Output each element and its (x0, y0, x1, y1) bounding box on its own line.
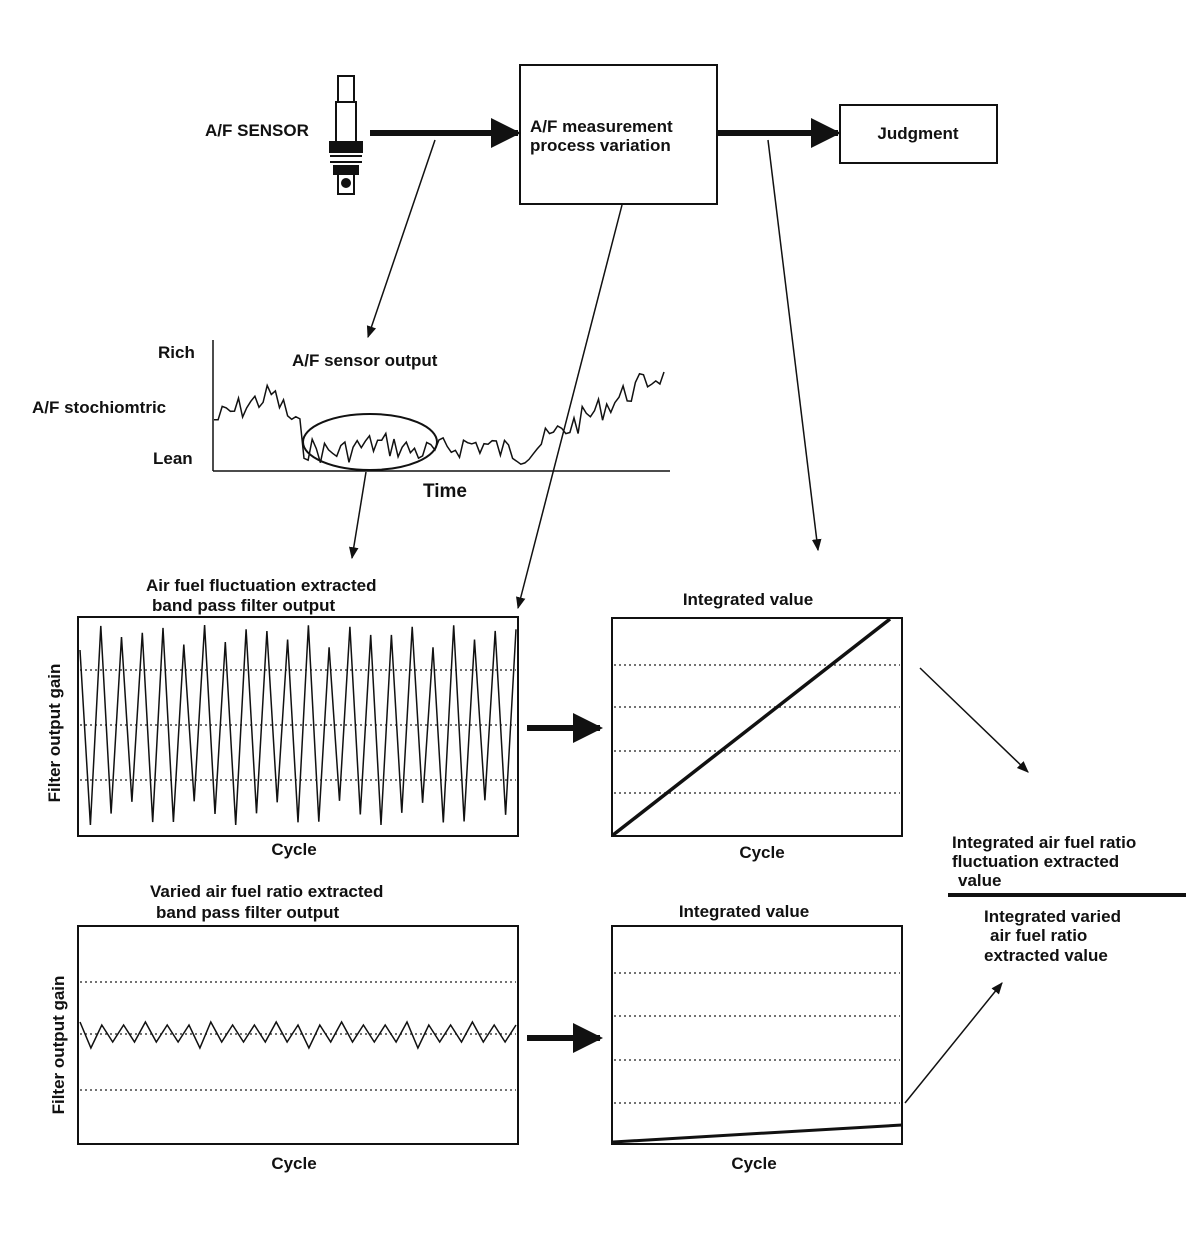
y-label-stoich: A/F stochiomtric (32, 398, 166, 417)
panel-integrated-bottom: Integrated value Cycle (611, 902, 903, 1173)
judgment-ratio: Integrated air fuel ratio fluctuation ex… (948, 833, 1186, 965)
process-box-line1: A/F measurement (530, 117, 673, 136)
sensor-output-wave (214, 371, 665, 466)
top-integrated-to-ratio-arrow (919, 667, 1029, 773)
fluctuation-ellipse (302, 413, 438, 471)
panel-varied-title-line1: Varied air fuel ratio extracted (150, 882, 383, 901)
ratio-denominator-line1: Integrated varied (984, 907, 1121, 926)
sensor-chart-title: A/F sensor output (292, 351, 438, 370)
panel-varied: Varied air fuel ratio extracted band pas… (49, 882, 519, 1173)
judgment-label: Judgment (877, 124, 959, 143)
panel-varied-x-label: Cycle (271, 1154, 316, 1173)
panel-fluct-x-label: Cycle (271, 840, 316, 859)
ratio-numerator-line1: Integrated air fuel ratio (952, 833, 1136, 852)
panel-fluctuation: Air fuel fluctuation extracted band pass… (45, 576, 519, 859)
sensor-chart-x-label: Time (423, 481, 467, 502)
panel-varied-wave (79, 1020, 517, 1050)
panel-int-top-title: Integrated value (683, 590, 813, 609)
panel-int-bottom-line (612, 1123, 903, 1144)
sensor-label: A/F SENSOR (205, 121, 309, 140)
judgment-to-integrated-arrow (767, 139, 822, 552)
panel-fluct-title-line1: Air fuel fluctuation extracted (146, 576, 376, 595)
panel-fluct-y-label: Filter output gain (45, 664, 64, 803)
panel-int-top-line (611, 617, 892, 837)
panel-varied-frame (77, 925, 519, 1145)
y-label-lean: Lean (153, 449, 193, 468)
af-sensor-icon (329, 75, 363, 195)
ratio-numerator-line2: fluctuation extracted (952, 852, 1119, 871)
panel-fluct-wave (79, 624, 517, 826)
panel-varied-title-line2: band pass filter output (156, 903, 340, 922)
ratio-denominator-line2: air fuel ratio (990, 926, 1087, 945)
panel-int-bottom-x-label: Cycle (731, 1154, 776, 1173)
process-box (519, 64, 718, 205)
panel-int-top-x-label: Cycle (739, 843, 784, 862)
panel-integrated-top: Integrated value Cycle (611, 590, 903, 862)
sensor-output-chart: A/F sensor output Rich A/F stochiomtric … (32, 340, 670, 502)
process-to-filter-arrow (516, 204, 623, 610)
ellipse-to-filter-arrow (348, 471, 367, 560)
sensor-to-output-arrow (366, 139, 436, 339)
panel-fluct-title-line2: band pass filter output (152, 596, 336, 615)
bottom-integrated-to-ratio-arrow (904, 982, 1003, 1104)
y-label-rich: Rich (158, 343, 195, 362)
panel-int-bottom-frame (611, 925, 903, 1145)
ratio-numerator-line3: value (958, 871, 1001, 890)
panel-int-bottom-title: Integrated value (679, 902, 809, 921)
ratio-denominator-line3: extracted value (984, 946, 1108, 965)
panel-varied-y-label: Filter output gain (49, 976, 68, 1115)
process-box-line2: process variation (530, 136, 671, 155)
